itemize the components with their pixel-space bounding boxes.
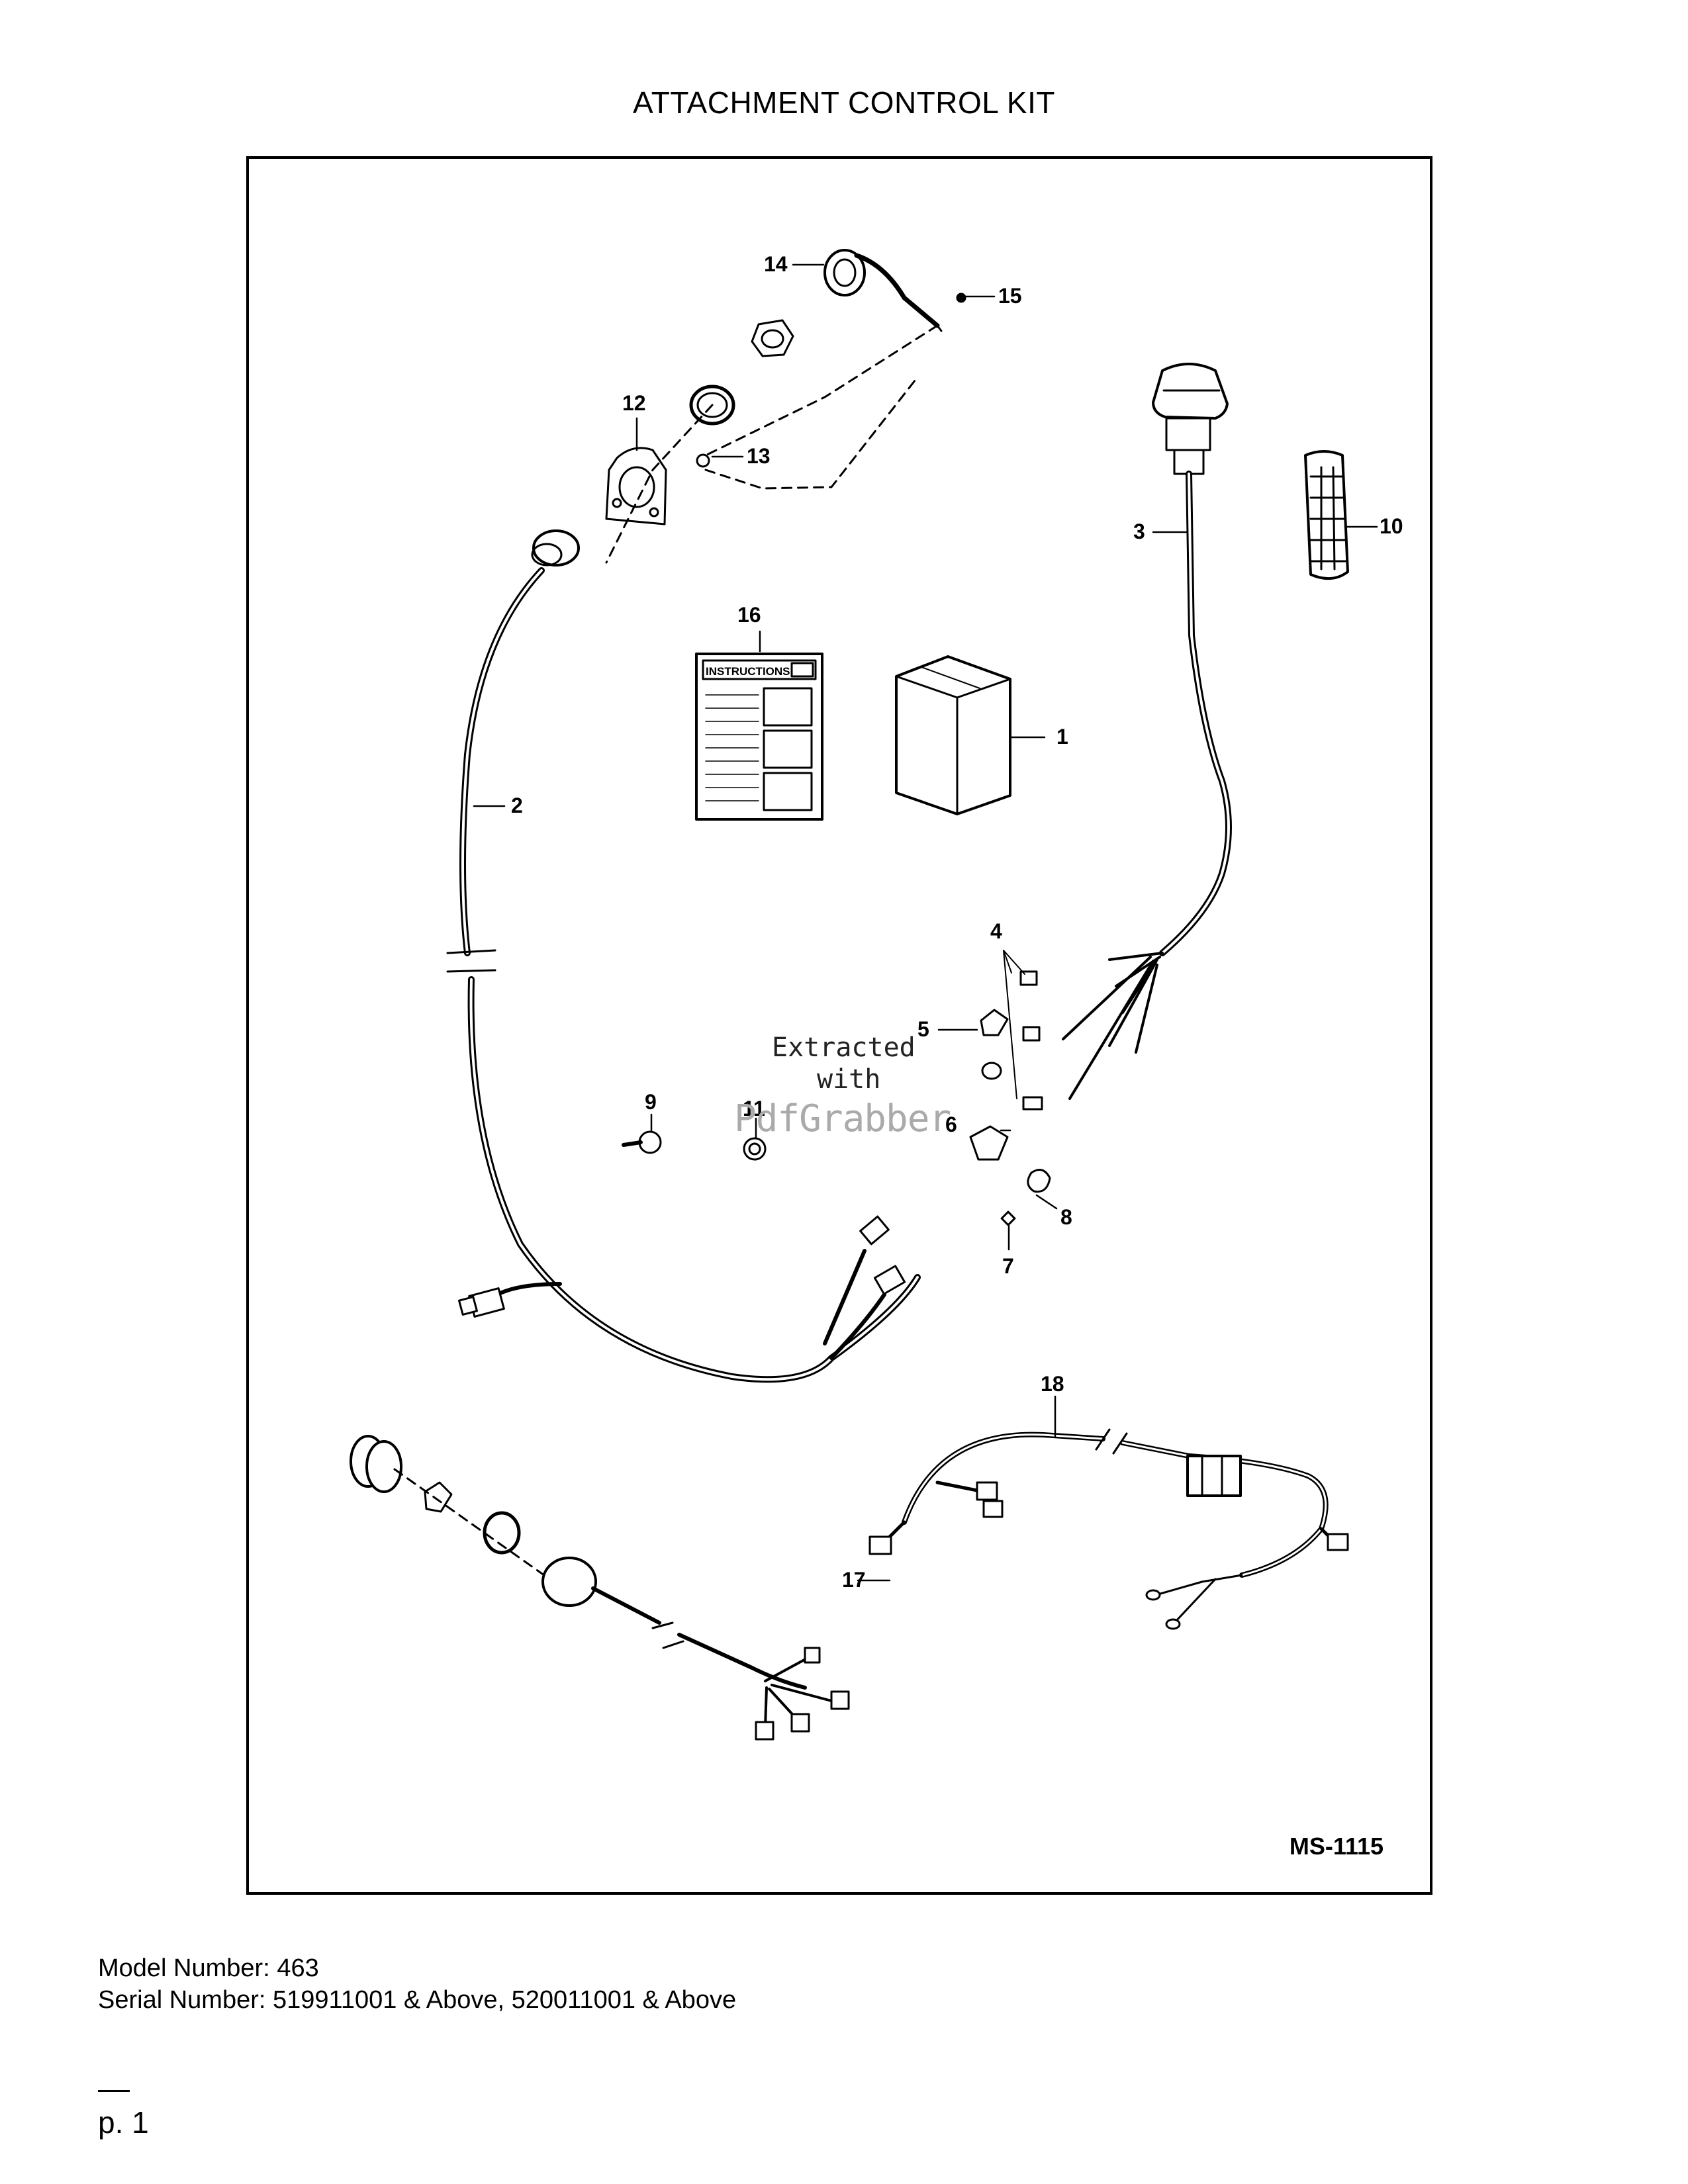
callout-17: 17 — [842, 1568, 866, 1592]
callout-15: 15 — [998, 284, 1022, 308]
callout-3: 3 — [1133, 520, 1145, 543]
callout-4: 4 — [990, 919, 1002, 943]
callout-18: 18 — [1041, 1372, 1064, 1396]
page-divider — [98, 2090, 130, 2092]
parts-diagram-frame: INSTRUCTIONS — [246, 156, 1432, 1895]
callout-14: 14 — [764, 252, 788, 276]
page-title: ATTACHMENT CONTROL KIT — [633, 85, 1055, 120]
exploded-parts-diagram: INSTRUCTIONS — [350, 249, 1403, 1741]
page-number: p. 1 — [98, 2105, 149, 2140]
callout-7: 7 — [1002, 1254, 1014, 1278]
watermark-line1: Extracted — [772, 1032, 915, 1063]
callout-6: 6 — [945, 1113, 957, 1136]
callout-5a: 5 — [917, 1017, 929, 1041]
grip-10 — [1304, 450, 1349, 580]
callout-9: 9 — [645, 1090, 657, 1114]
switch-mount-assembly — [605, 249, 966, 564]
watermark-logo: PdfGrabber — [734, 1097, 951, 1140]
callout-16: 16 — [737, 603, 761, 627]
serial-number: Serial Number: 519911001 & Above, 520011… — [98, 1986, 737, 2014]
harness-17 — [350, 1435, 850, 1741]
instructions-sheet-16: INSTRUCTIONS — [695, 653, 823, 821]
callout-labels: 1 2 3 4 5 6 7 8 9 10 11 12 13 14 15 16 1… — [511, 252, 1403, 1592]
leader-lines — [473, 263, 1378, 1582]
callout-13: 13 — [747, 444, 771, 468]
model-number: Model Number: 463 — [98, 1954, 319, 1982]
callout-8: 8 — [1060, 1205, 1072, 1229]
callout-12: 12 — [622, 391, 646, 415]
harness-2 — [446, 529, 921, 1383]
callout-2: 2 — [511, 794, 523, 817]
harness-3 — [1062, 363, 1232, 1100]
callout-10: 10 — [1380, 514, 1403, 538]
callout-11: 11 — [743, 1097, 765, 1120]
instructions-label: INSTRUCTIONS — [706, 665, 790, 678]
model-serial-info: Model Number: 463 Serial Number: 5199110… — [98, 1952, 736, 2016]
small-connectors — [622, 950, 1051, 1226]
box-1 — [895, 655, 1011, 815]
callout-1: 1 — [1056, 725, 1068, 749]
drawing-code: MS-1115 — [1289, 1833, 1383, 1860]
harness-18 — [868, 1428, 1349, 1630]
watermark-line2: with — [817, 1064, 881, 1095]
